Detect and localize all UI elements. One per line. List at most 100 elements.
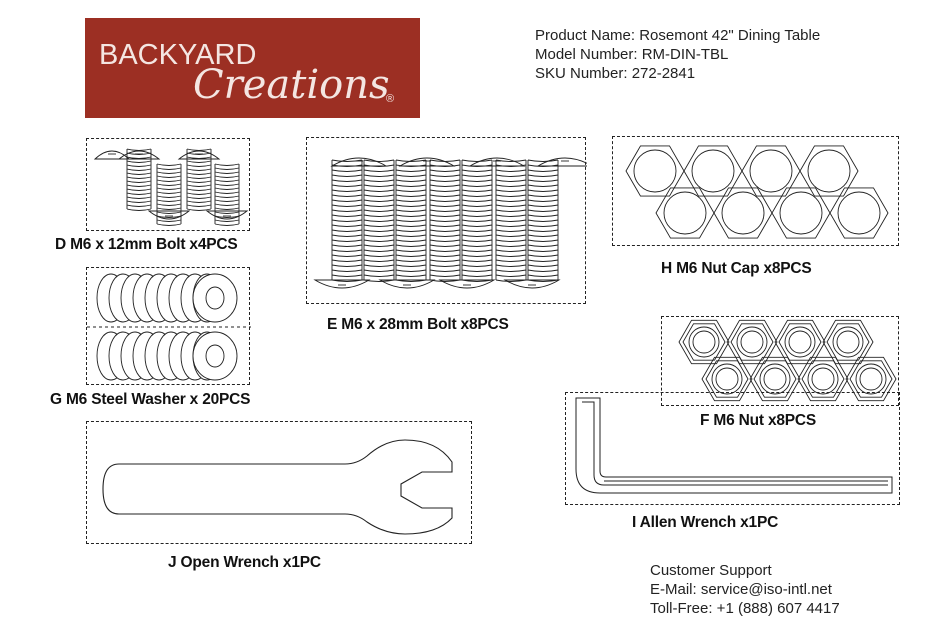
thread-line: [395, 219, 427, 222]
product-info: Product Name: Rosemont 42" Dining Table …: [535, 26, 820, 83]
washer-hole: [205, 344, 225, 368]
thread-line: [156, 187, 182, 190]
thread-line: [395, 174, 427, 177]
washer: [192, 331, 238, 381]
thread-line: [126, 196, 152, 199]
thread-line: [363, 214, 395, 217]
thread-line: [395, 254, 427, 257]
nut-bore: [736, 326, 768, 358]
part-j-box: [86, 421, 472, 544]
thread-line: [186, 192, 212, 195]
hex-nut-chamfer: [801, 360, 845, 398]
thread-line: [214, 195, 240, 198]
part-f-box: [661, 316, 899, 406]
thread-line: [331, 189, 363, 192]
support-email[interactable]: E-Mail: service@iso-intl.net: [650, 581, 832, 598]
thread-line: [331, 204, 363, 207]
thread-line: [156, 183, 182, 186]
thread-line: [495, 254, 527, 257]
thread-line: [126, 192, 152, 195]
thread-line: [156, 211, 182, 214]
thread-line: [331, 269, 363, 272]
thread-line: [214, 203, 240, 206]
thread-line: [331, 249, 363, 252]
product-name: Product Name: Rosemont 42" Dining Table: [535, 27, 821, 44]
thread-line: [461, 204, 493, 207]
bolt-head: [205, 210, 249, 220]
bolt-12mm-illustration: [93, 148, 249, 226]
registered-mark: ®: [386, 93, 394, 105]
thread-line: [495, 244, 527, 247]
thread-line: [156, 167, 182, 170]
bolt-head: [468, 157, 526, 167]
hex-nut: [726, 319, 778, 365]
thread-line: [429, 199, 461, 202]
hex-nut-chamfer: [730, 323, 774, 361]
thread-line: [461, 234, 493, 237]
thread-line: [214, 215, 240, 218]
thread-line: [331, 239, 363, 242]
thread-line: [395, 209, 427, 212]
nut-cap-illustration: [625, 145, 889, 239]
thread-line: [527, 179, 559, 182]
thread-line: [363, 209, 395, 212]
thread-line: [363, 184, 395, 187]
thread-line: [331, 169, 363, 172]
thread-line: [214, 175, 240, 178]
thread-line: [495, 209, 527, 212]
thread-line: [156, 195, 182, 198]
thread-line: [495, 159, 527, 162]
thread-line: [395, 249, 427, 252]
logo-brand-top: BACKYARD: [99, 39, 256, 71]
washer: [192, 273, 238, 323]
logo-brand-script: Creations: [193, 62, 389, 108]
thread-line: [527, 159, 559, 162]
thread-line: [429, 179, 461, 182]
thread-line: [495, 174, 527, 177]
thread-line: [156, 223, 182, 226]
thread-line: [429, 249, 461, 252]
thread-line: [331, 234, 363, 237]
thread-line: [186, 176, 212, 179]
hex-nut-chamfer: [682, 323, 726, 361]
bolt-head: [147, 210, 191, 220]
thread-line: [429, 204, 461, 207]
brand-logo: BACKYARD Creations ®: [85, 18, 420, 118]
thread-line: [126, 172, 152, 175]
thread-line: [395, 194, 427, 197]
thread-line: [156, 203, 182, 206]
thread-line: [395, 189, 427, 192]
sku-number: SKU Number: 272-2841: [535, 65, 696, 82]
thread-line: [461, 164, 493, 167]
hex-nut-chamfer: [826, 323, 870, 361]
thread-line: [495, 234, 527, 237]
thread-line: [395, 264, 427, 267]
nut-thread: [692, 330, 716, 354]
nut-thread: [836, 330, 860, 354]
thread-line: [214, 179, 240, 182]
thread-line: [363, 219, 395, 222]
thread-line: [186, 184, 212, 187]
part-d-box: [86, 138, 250, 231]
thread-line: [495, 259, 527, 262]
thread-line: [429, 264, 461, 267]
part-g-box: [86, 267, 251, 385]
thread-line: [527, 269, 559, 272]
support-title: Customer Support: [650, 562, 772, 579]
thread-line: [363, 174, 395, 177]
bolt-head: [378, 279, 436, 289]
thread-line: [331, 244, 363, 247]
thread-line: [429, 274, 461, 277]
nut-thread: [811, 367, 835, 391]
thread-line: [186, 164, 212, 167]
thread-line: [214, 199, 240, 202]
nut-cap: [799, 145, 859, 197]
thread-line: [363, 259, 395, 262]
thread-line: [527, 234, 559, 237]
thread-line: [495, 239, 527, 242]
thread-line: [461, 179, 493, 182]
thread-line: [331, 159, 363, 162]
thread-line: [527, 189, 559, 192]
part-g-caption: G M6 Steel Washer x 20PCS: [50, 391, 251, 408]
thread-line: [331, 194, 363, 197]
